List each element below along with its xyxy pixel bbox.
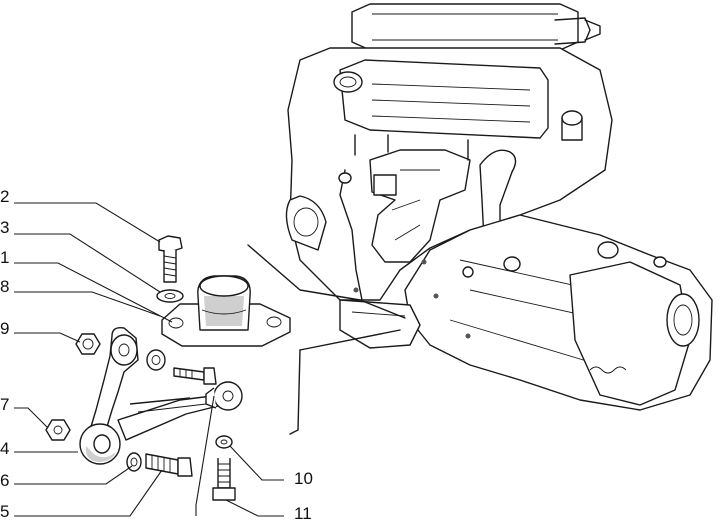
callout-1: 1: [0, 248, 10, 267]
link-arm: [205, 381, 243, 411]
callout-2: 2: [0, 187, 10, 206]
callout-3: 3: [0, 218, 10, 237]
washer-part-8: [146, 349, 166, 371]
reaction-arm-part-4: [79, 326, 219, 465]
nut-part-7: [45, 419, 71, 441]
washer-part-10: [215, 435, 233, 449]
nut-part-9: [75, 333, 101, 355]
callout-5: 5: [0, 502, 10, 521]
engine-gearbox-assembly: [247, 3, 713, 435]
bolt-part-2: [158, 235, 183, 283]
callout-8: 8: [0, 277, 10, 296]
callout-11: 11: [294, 504, 312, 523]
callout-9: 9: [0, 319, 10, 338]
callout-10: 10: [294, 469, 313, 488]
callout-6: 6: [0, 471, 10, 490]
bolt-part-5: [145, 453, 193, 477]
callout-4: 4: [0, 439, 10, 458]
leader-lines: [14, 202, 284, 517]
washer-part-3: [156, 289, 184, 303]
callout-7: 7: [0, 395, 10, 414]
engine-mount-rubber-block: [161, 275, 291, 347]
bolt-upper: [173, 367, 217, 385]
bolt-part-11: [212, 458, 236, 501]
